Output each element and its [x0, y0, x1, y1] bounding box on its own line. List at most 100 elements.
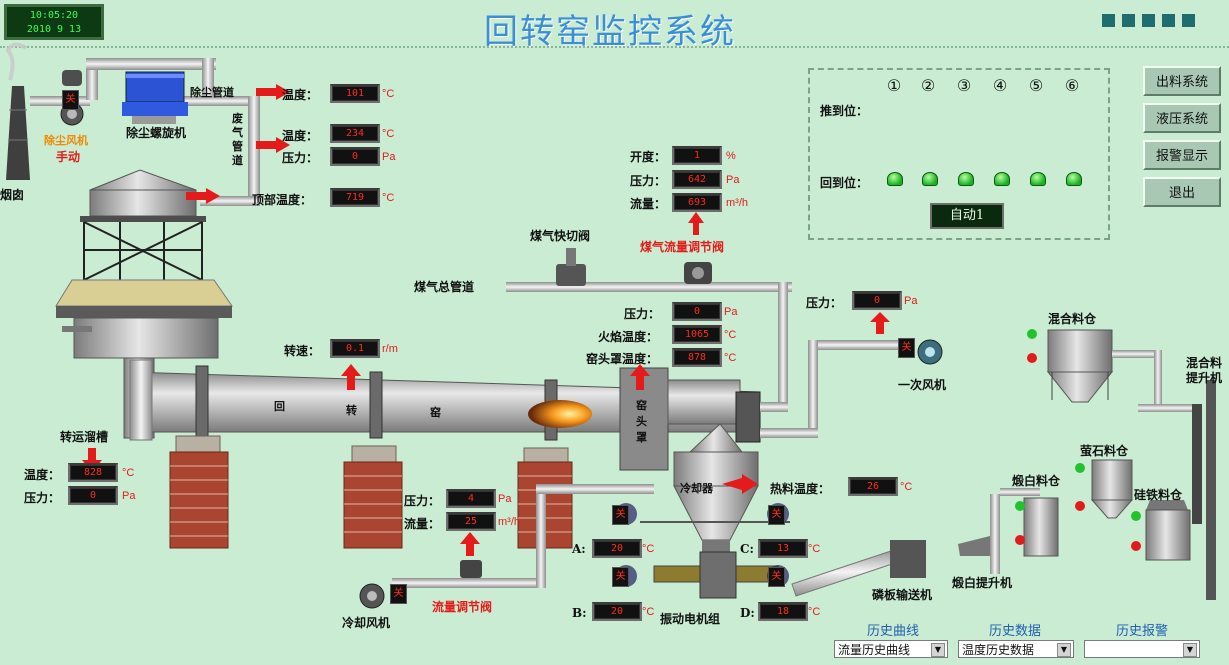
gas-main-pipe-label: 煤气总管道 [414, 280, 475, 294]
cooler-label: 冷却器 [680, 482, 713, 495]
primary-fan-pressure-label: 压力： [806, 296, 843, 310]
reading-label: 开度： [630, 150, 667, 164]
position-number-5: ⑤ [1028, 76, 1044, 95]
vib-motor-c-status[interactable]: 关 [768, 505, 785, 525]
page-title: 回转窑监控系统 [484, 12, 736, 52]
chevron-down-icon[interactable]: ▼ [1057, 643, 1071, 657]
reading-unit: °C [382, 192, 395, 204]
reading-unit: Pa [122, 490, 136, 502]
preheater-tower [55, 169, 233, 439]
rotation-value: 0.1 [330, 339, 380, 358]
alarm-display-button[interactable]: 报警显示 [1143, 140, 1221, 170]
calcined-elevator-label: 煅白提升机 [952, 576, 1013, 590]
fluorite-bin-label: 萤石料仓 [1080, 444, 1129, 458]
primary-fan-status[interactable]: 关 [898, 338, 915, 358]
reading-unit: °C [382, 88, 395, 100]
vib-motor-d-status[interactable]: 关 [768, 567, 785, 587]
reading-value: 642 [672, 170, 722, 189]
clock-time: 10:05:20 [29, 10, 79, 21]
position-number-4: ④ [992, 76, 1008, 95]
primary-fan-pressure-value: 0 [852, 291, 902, 310]
reading-unit: m³/h [498, 516, 520, 528]
reading-unit: °C [642, 543, 655, 555]
reading-value: 878 [672, 348, 722, 367]
ferrosilicon-bin-graphic [1145, 500, 1191, 561]
dust-collector-label: 除尘螺旋机 [126, 126, 187, 140]
square-icon [1102, 14, 1115, 27]
reading-unit: °C [724, 329, 737, 341]
green-lamp-icon [887, 172, 903, 186]
reading-value: 1065 [672, 325, 722, 344]
hydraulic-system-button[interactable]: 液压系统 [1143, 103, 1221, 133]
reading-unit: m³/h [726, 197, 748, 209]
gas-shutoff-valve-graphic [556, 248, 586, 286]
reading-label: 压力： [630, 174, 667, 188]
chimney [5, 42, 30, 180]
reading-label: 压力： [624, 307, 661, 321]
position-number-1: ① [886, 76, 902, 95]
chevron-down-icon[interactable]: ▼ [931, 643, 945, 657]
history-data-select[interactable]: 温度历史数据 ▼ [958, 640, 1074, 658]
reading-label: 压力： [24, 491, 61, 505]
reading-unit: °C [724, 352, 737, 364]
datetime-display: 10:05:20 2010 9 13 [4, 4, 104, 40]
history-alarm-select[interactable]: ▼ [1084, 640, 1200, 658]
reading-value: 20 [592, 539, 642, 558]
reading-unit: °C [642, 606, 655, 618]
hot-temp-label: 热料温度： [770, 482, 831, 496]
reading-value: 0 [68, 486, 118, 505]
primary-fan-label: 一次风机 [898, 378, 947, 392]
kiln-hood-label: 窑头罩 [636, 399, 647, 444]
rotation-unit: r/m [382, 343, 398, 355]
reading-value: 828 [68, 463, 118, 482]
gas-flow-valve-graphic [684, 262, 712, 284]
flow-valve-label: 流量调节阀 [432, 600, 493, 614]
rotation-label: 转速： [284, 344, 321, 358]
reading-label: 压力： [404, 494, 441, 508]
exit-button[interactable]: 退出 [1143, 177, 1221, 207]
reading-label: 流量： [630, 197, 667, 211]
reading-unit: Pa [382, 151, 396, 163]
reading-value: 101 [330, 84, 380, 103]
dust-fan-status[interactable]: 关 [62, 90, 79, 110]
vib-motor-b-status[interactable]: 关 [612, 567, 629, 587]
reading-value: 719 [330, 188, 380, 207]
reading-value: 0 [672, 302, 722, 321]
gas-flow-valve-label: 煤气流量调节阀 [640, 240, 725, 254]
reading-label: B: [572, 606, 587, 620]
position-number-2: ② [920, 76, 936, 95]
reading-label: 温度： [282, 88, 319, 102]
push-position-label: 推到位： [820, 104, 869, 118]
kiln-text-1: 回 [274, 400, 285, 413]
fluorite-bin-graphic [1090, 459, 1134, 519]
reading-value: 234 [330, 124, 380, 143]
clock-date: 2010 9 13 [26, 24, 82, 35]
chimney-label: 烟囱 [0, 188, 25, 202]
reading-label: D: [740, 606, 755, 620]
kiln-text-3: 窑 [430, 406, 441, 419]
reading-label: 温度： [282, 129, 319, 143]
history-curve-select[interactable]: 流量历史曲线 ▼ [834, 640, 948, 658]
reading-value: 0 [330, 147, 380, 166]
reading-value: 18 [758, 602, 808, 621]
history-curve-value: 流量历史曲线 [838, 643, 911, 657]
chevron-down-icon[interactable]: ▼ [1183, 643, 1197, 657]
discharge-system-button[interactable]: 出料系统 [1143, 66, 1221, 96]
conveyor-graphic [791, 540, 926, 597]
hot-temp-unit: °C [900, 481, 913, 493]
reading-label: 压力： [282, 151, 319, 165]
auto-mode-button[interactable]: 自动1 [930, 203, 1004, 229]
vib-motor-a-status[interactable]: 关 [612, 505, 629, 525]
waste-pipe-label: 废气管道 [232, 112, 243, 167]
square-icon [1182, 14, 1195, 27]
mix-elevator-label: 混合料提升机 [1185, 356, 1222, 385]
ferrosilicon-bin-label: 硅铁料仓 [1134, 488, 1183, 502]
cooling-fan-status[interactable]: 关 [390, 584, 407, 604]
dust-pipe-label: 除尘管道 [190, 86, 234, 99]
gas-shutoff-valve-label: 煤气快切阀 [530, 229, 591, 243]
dust-fan-mode[interactable]: 手动 [56, 150, 81, 164]
reading-label: 火焰温度： [598, 330, 659, 344]
calcined-bin-graphic [1000, 488, 1059, 557]
cooler [640, 423, 790, 599]
reading-unit: °C [122, 467, 135, 479]
